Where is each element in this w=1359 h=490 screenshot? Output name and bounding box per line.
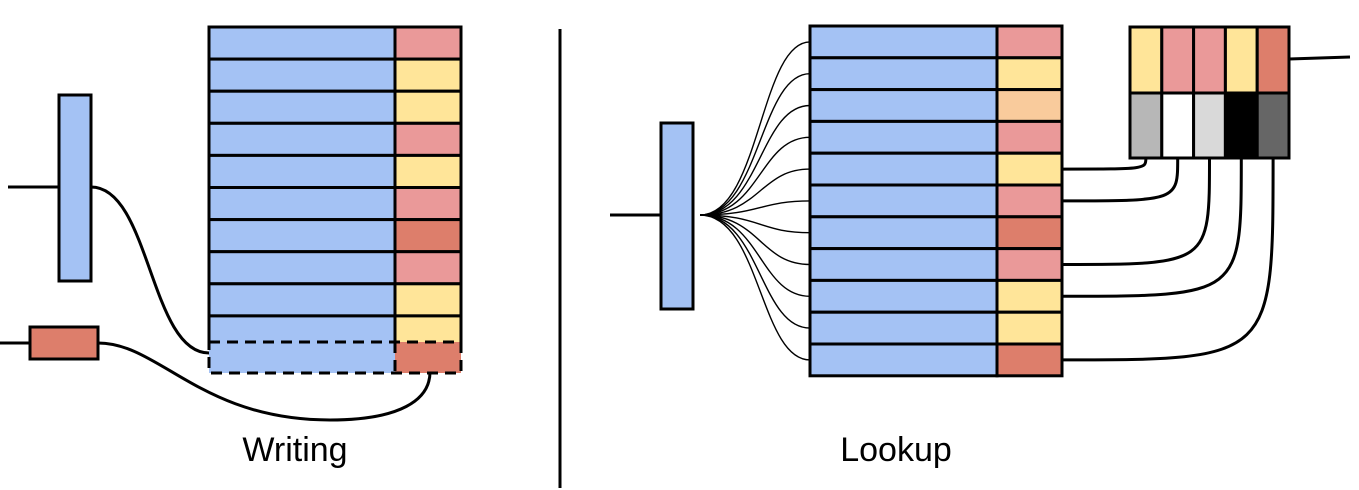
lookup-key-cell [808,56,999,92]
lookup-key-cell [808,24,999,60]
lookup-key-cell [808,247,999,282]
lookup-key-cell [808,215,999,251]
writing-key-cell [207,153,397,189]
writing-memory-table [207,25,463,350]
output-value-cell [1192,25,1227,95]
lookup-value-cell [995,88,1064,123]
topk-connector [1061,157,1275,362]
attention-line [699,168,811,216]
value-write-connector [97,341,432,422]
writing-value-cell [393,282,463,318]
attention-fan [699,41,811,361]
topk-connector [1061,157,1243,298]
writing-key-cell [207,250,397,286]
writing-label: Writing [242,431,347,469]
writing-key-cell [207,282,397,318]
attention-line [699,136,811,216]
output-weight-cell [1128,91,1164,160]
attention-line [699,214,811,297]
lookup-value-cell [995,151,1064,187]
output-weight-cell [1255,91,1291,160]
output-value-cell [1128,25,1164,95]
lookup-key-cell [808,119,999,155]
output-weight-cell [1192,91,1227,160]
writing-value-cell [393,250,463,286]
query-key-vector [57,93,93,283]
writing-key-cell [207,218,397,254]
output-value-cell [1255,25,1291,95]
writing-key-cell [207,25,397,61]
output-weight-cell [1160,91,1196,160]
attention-line [699,104,811,216]
attention-line [699,214,811,361]
lookup-value-cell [995,310,1064,346]
lookup-memory-table [808,24,1064,378]
attention-line [699,214,811,266]
writing-new-entry [207,340,463,375]
topk-connector [1061,157,1211,266]
key-write-connector [90,185,210,355]
lookup-value-cell [995,278,1064,314]
lookup-value-cell [995,247,1064,282]
writing-key-cell [207,121,397,157]
output-value-cell [1223,25,1259,95]
writing-value-cell [393,153,463,189]
lookup-label: Lookup [840,431,952,469]
topk-connectors [1061,157,1275,362]
value-input-box [28,325,100,361]
lookup-panel: Lookup [610,24,1351,469]
writing-value-cell [393,186,463,222]
new-key-cell [209,342,395,373]
writing-value-cell [393,121,463,157]
writing-panel: Writing [0,25,463,469]
output-line [1288,55,1351,61]
lookup-query-vector [659,121,695,311]
topk-output-block [1128,25,1291,160]
writing-key-cell [207,57,397,93]
lookup-value-cell [995,215,1064,251]
lookup-key-cell [808,310,999,346]
attention-line [699,214,811,234]
topk-connector [1061,157,1180,203]
lookup-value-cell [995,183,1064,219]
output-value-cell [1160,25,1196,95]
lookup-key-cell [808,183,999,219]
topk-connector [1061,157,1148,171]
lookup-key-cell [808,88,999,123]
attention-line [699,41,811,216]
lookup-value-cell [995,56,1064,92]
writing-value-cell [393,25,463,61]
writing-value-cell [393,57,463,93]
lookup-key-cell [808,278,999,314]
lookup-value-cell [995,119,1064,155]
lookup-value-cell [995,24,1064,60]
lookup-key-cell [808,151,999,187]
lookup-key-cell [808,342,999,378]
attention-line [699,73,811,216]
attention-line [699,200,811,216]
new-entry-dashed-outline [207,340,463,375]
attention-line [699,214,811,329]
lookup-value-cell [995,342,1064,378]
writing-key-cell [207,186,397,222]
writing-key-cell [207,89,397,125]
writing-value-cell [393,89,463,125]
writing-value-cell [393,218,463,254]
output-weight-cell [1223,91,1259,160]
new-value-cell [395,342,461,373]
